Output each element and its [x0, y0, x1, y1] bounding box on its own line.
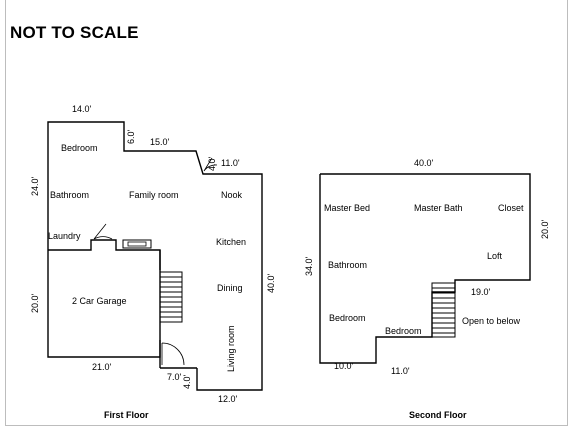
ff-dining-label: Dining [217, 283, 243, 293]
sf-open-below-label: Open to below [462, 316, 521, 326]
laundry-appliance [122, 239, 152, 249]
sf-bedroom-mid-label: Bedroom [385, 326, 422, 336]
frame-bottom-border [5, 425, 568, 426]
second-floor-stair-treads [432, 287, 455, 334]
ff-dim-right: 40.0' [266, 273, 276, 293]
entry-door-swing [161, 342, 185, 366]
sf-bathroom-label: Bathroom [328, 260, 367, 270]
second-floor-plan [319, 173, 531, 364]
first-floor-outline-upper [47, 121, 263, 391]
nook-door-swing [203, 157, 218, 172]
ff-dim-left: 24.0' [30, 176, 40, 196]
not-to-scale-title: NOT TO SCALE [10, 23, 139, 42]
ff-kitchen-label: Kitchen [216, 237, 246, 247]
ff-laundry-label: Laundry [48, 231, 81, 241]
ff-family-room-label: Family room [129, 190, 179, 200]
first-floor-stair-treads [160, 276, 182, 318]
frame-right-border [567, 0, 568, 426]
laundry-appliance-inner [127, 241, 147, 247]
ff-dim-door-h: 7.0' [167, 372, 182, 382]
ff-dim-door-v: 4.0' [182, 374, 192, 389]
ff-dim-small-v: 4.0' [207, 156, 217, 171]
ff-bathroom-label: Bathroom [50, 190, 89, 200]
sf-master-bed-label: Master Bed [324, 203, 370, 213]
sf-master-bath-label: Master Bath [414, 203, 463, 213]
frame-left-border [5, 0, 6, 426]
ff-dim-garage-bottom: 21.0' [92, 362, 112, 372]
sf-dim-bottom-left: 10.0' [334, 361, 354, 371]
sf-closet-label: Closet [498, 203, 524, 213]
sf-dim-left: 34.0' [304, 256, 314, 276]
laundry-door-swing [93, 223, 113, 240]
ff-nook-label: Nook [221, 190, 243, 200]
second-floor-caption: Second Floor [409, 410, 467, 420]
ff-dim-garage-left: 20.0' [30, 293, 40, 313]
first-floor-plan [47, 121, 263, 391]
ff-living-room-label: Living room [226, 325, 236, 372]
ff-dim-top: 14.0' [72, 104, 92, 114]
second-floor-stair [431, 282, 456, 338]
ff-dim-notch-v: 6.0' [126, 129, 136, 144]
sf-loft-label: Loft [487, 251, 503, 261]
garage-outline [47, 239, 161, 358]
sf-dim-top: 40.0' [414, 158, 434, 168]
sf-bedroom-left-label: Bedroom [329, 313, 366, 323]
ff-dim-bottom: 12.0' [218, 394, 238, 404]
second-floor-labels: Master Bed Master Bath Closet Bathroom L… [304, 158, 550, 420]
sf-dim-bottom-mid: 11.0' [391, 366, 410, 376]
first-floor-caption: First Floor [104, 410, 149, 420]
ff-dim-notch-h: 15.0' [150, 137, 170, 147]
ff-bedroom-label: Bedroom [61, 143, 98, 153]
sf-dim-right: 20.0' [540, 219, 550, 239]
sf-dim-step: 19.0' [471, 287, 491, 297]
first-floor-labels: Bedroom Bathroom Family room Nook Laundr… [30, 104, 276, 420]
ff-garage-label: 2 Car Garage [72, 296, 127, 306]
ff-dim-nook-top: 11.0' [221, 158, 240, 168]
